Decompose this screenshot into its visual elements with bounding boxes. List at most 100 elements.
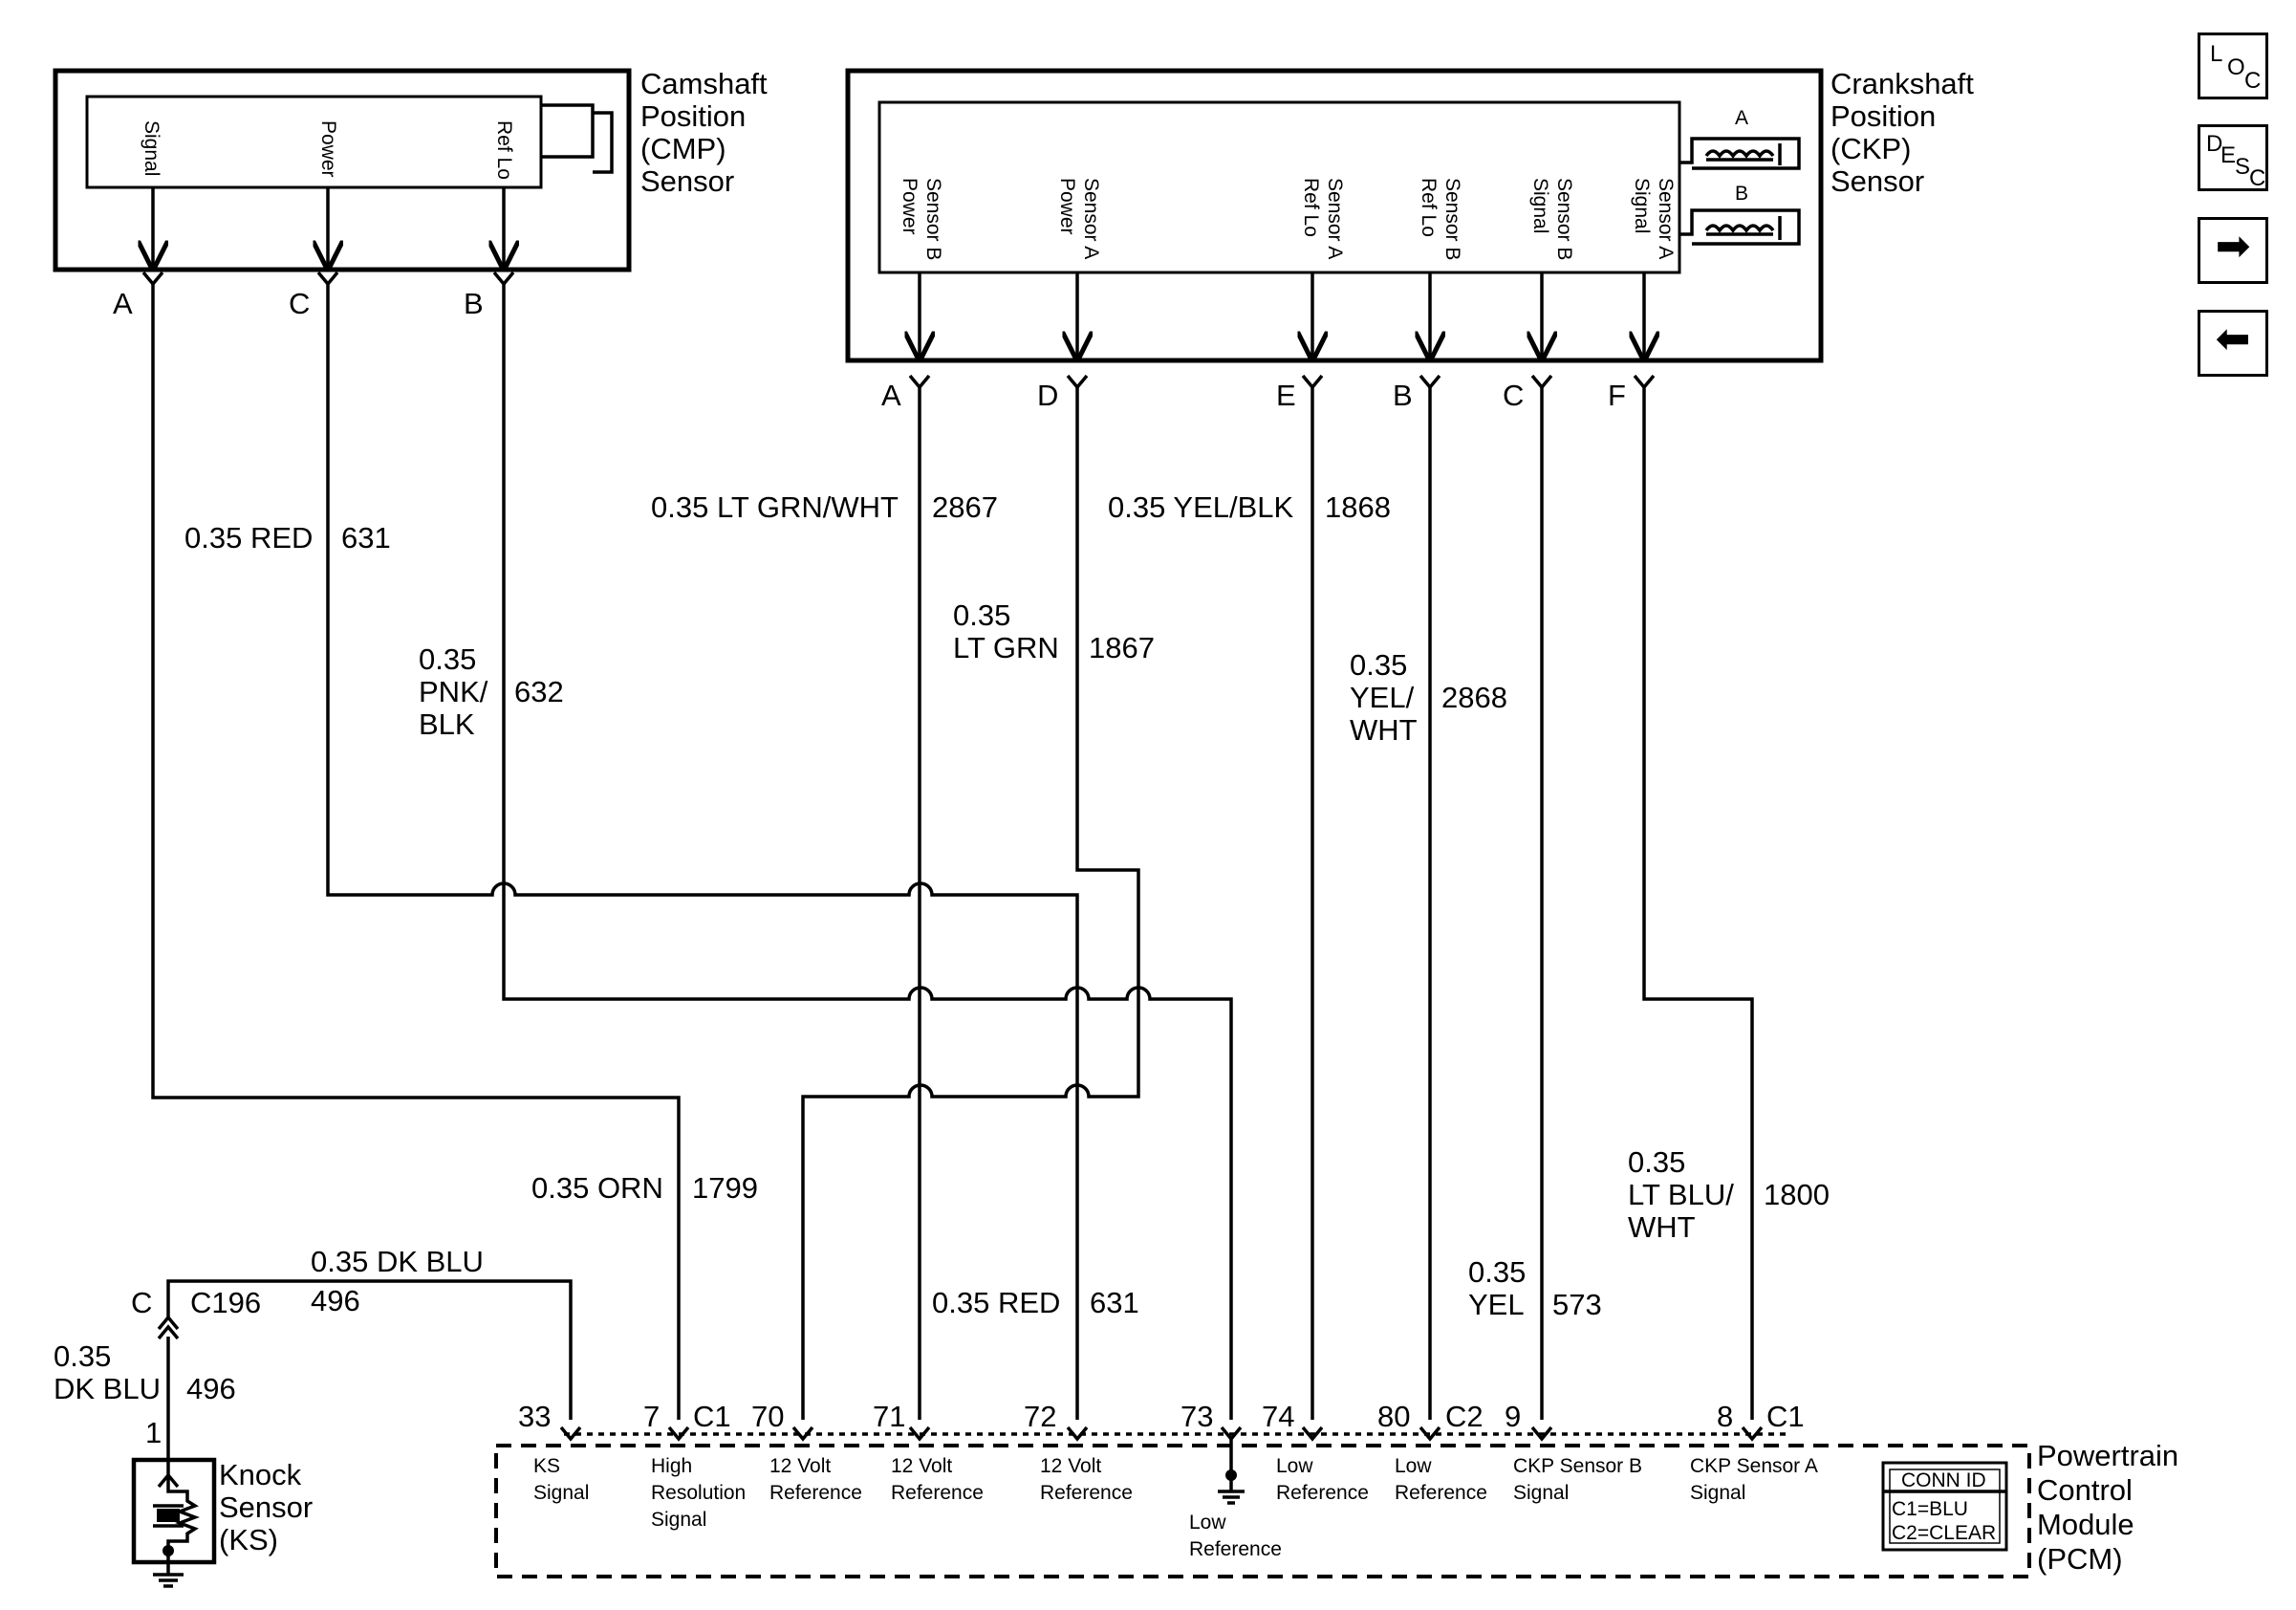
desc-button[interactable]: D E S C (2198, 124, 2268, 191)
pcm-module: 33 7 70 71 72 73 74 80 9 8 C1 C2 C1 KS S… (494, 1400, 2178, 1578)
wire-w1-color: 0.35 RED (184, 521, 313, 555)
wire-w6-circuit: 2868 (1441, 681, 1507, 714)
prev-button[interactable]: ⬅ (2198, 310, 2268, 377)
ckp-pin-a-reflo-l1: Sensor A (1324, 178, 1346, 259)
pcm-label-7-l1: High (651, 1455, 692, 1477)
pcm-label-33-l2: Signal (533, 1482, 589, 1504)
conn-id-row-1: C1=BLU (1892, 1498, 1968, 1520)
cmp-pin-ref-lo: Ref Lo (493, 120, 515, 180)
ks-title-line-2: Sensor (219, 1490, 313, 1524)
conn-id-box: CONN ID C1=BLU C2=CLEAR (1881, 1461, 2008, 1552)
ckp-pin-a-reflo-l2: Ref Lo (1300, 178, 1322, 237)
ckp-pin-b-signal-l2: Signal (1529, 178, 1551, 233)
pcm-label-71-l1: 12 Volt (891, 1455, 952, 1477)
wire-w2-line-2: PNK/ (419, 675, 488, 708)
wire-w8-line-3: WHT (1628, 1210, 1696, 1244)
desc-letter-2: E (2220, 142, 2237, 168)
wire-w10-circuit: 573 (1552, 1288, 1602, 1321)
pcm-pin-70: 70 (751, 1400, 784, 1433)
wire-w4-line-2: LT GRN (953, 631, 1059, 664)
ks-title-line-1: Knock (219, 1458, 302, 1491)
pcm-connector-c2: C2 (1445, 1400, 1484, 1433)
ckp-coil-a-label: A (1735, 107, 1748, 129)
cmp-pin-power: Power (317, 120, 339, 178)
desc-letter-1: D (2206, 131, 2223, 157)
ckp-pin-b-reflo-l1: Sensor B (1441, 178, 1463, 260)
wire-w2-circuit: 632 (514, 675, 564, 708)
pcm-label-80-l1: Low (1395, 1455, 1432, 1477)
wire-w11-circuit: 496 (311, 1284, 360, 1317)
ckp-terminals: A D E B C F (881, 374, 1656, 412)
wire-w7-color: 0.35 ORN (531, 1171, 663, 1205)
wire-w6-line-3: WHT (1350, 713, 1418, 747)
pcm-label-7-l2: Resolution (651, 1482, 746, 1504)
cmp-terminal-b: B (464, 287, 484, 320)
pcm-pin-9: 9 (1505, 1400, 1521, 1433)
wire-w7-circuit: 1799 (692, 1171, 758, 1205)
wires (151, 284, 1754, 1459)
knock-sensor: Knock Sensor (KS) (131, 1457, 313, 1588)
cmp-title-line-4: Sensor (640, 164, 734, 198)
pcm-label-71-l2: Reference (891, 1482, 984, 1504)
wire-w6-line-1: 0.35 (1350, 648, 1407, 682)
arrow-left-icon: ⬅ (2215, 315, 2251, 362)
conn-id-title: CONN ID (1901, 1469, 1986, 1491)
wire-ckp-a-power (801, 387, 1140, 1420)
ckp-pin-a-power-l2: Power (1056, 178, 1078, 235)
wire-ckp-a-signal (1642, 387, 1754, 1420)
wire-w8-line-2: LT BLU/ (1628, 1178, 1734, 1211)
pcm-pin-80: 80 (1377, 1400, 1410, 1433)
pcm-label-9-l2: Signal (1513, 1482, 1569, 1504)
ckp-terminal-a: A (881, 379, 901, 412)
ckp-title-line-1: Crankshaft (1830, 67, 1974, 100)
wire-w9-circuit: 631 (1090, 1286, 1139, 1319)
wire-w4-circuit: 1867 (1089, 631, 1155, 664)
cmp-terminals: A C B (113, 271, 515, 320)
cmp-title-line-1: Camshaft (640, 67, 768, 100)
pcm-ground-icon (1218, 1439, 1245, 1505)
wire-labels: 0.35 RED 631 0.35 PNK/ BLK 632 0.35 LT G… (54, 490, 1830, 1405)
cmp-title-line-2: Position (640, 99, 746, 133)
pcm-label-70-l1: 12 Volt (769, 1455, 831, 1477)
pcm-pin-33: 33 (518, 1400, 551, 1433)
wire-cmp-signal (151, 284, 681, 1420)
ckp-pin-b-power-l1: Sensor B (922, 178, 944, 260)
ckp-terminal-b: B (1393, 379, 1413, 412)
ground-icon (153, 1573, 184, 1588)
pcm-label-8-l2: Signal (1690, 1482, 1745, 1504)
wire-knock-sensor (166, 1279, 573, 1420)
pcm-title-line-3: Module (2037, 1508, 2134, 1541)
connector-c196: C C196 1 (131, 1286, 261, 1449)
pcm-connector-c1-right: C1 (1766, 1400, 1805, 1433)
arrow-right-icon: ➡ (2215, 223, 2251, 270)
cmp-title-line-3: (CMP) (640, 132, 726, 165)
ks-title-line-3: (KS) (219, 1523, 278, 1556)
pcm-pin-71: 71 (873, 1400, 905, 1433)
knock-sensor-node-icon (162, 1545, 174, 1556)
cmp-terminal-c: C (289, 287, 310, 320)
pcm-title-line-4: (PCM) (2037, 1542, 2123, 1576)
loc-letter-3: C (2244, 68, 2262, 94)
ckp-pin-b-power-l2: Power (899, 178, 921, 235)
ckp-terminal-e: E (1276, 379, 1296, 412)
pcm-label-73-l2: Reference (1189, 1538, 1282, 1560)
wire-w1-circuit: 631 (341, 521, 391, 555)
ckp-pin-b-signal-l1: Sensor B (1553, 178, 1575, 260)
wire-w12-line-2: DK BLU (54, 1372, 161, 1405)
pcm-label-72-l2: Reference (1040, 1482, 1133, 1504)
pcm-label-33-l1: KS (533, 1455, 560, 1477)
next-button[interactable]: ➡ (2198, 217, 2268, 284)
pcm-pin-74: 74 (1262, 1400, 1294, 1433)
loc-button[interactable]: L O C (2198, 33, 2268, 99)
ckp-pin-b-reflo-l2: Ref Lo (1418, 178, 1440, 237)
pcm-label-7-l3: Signal (651, 1509, 706, 1531)
wire-w8-circuit: 1800 (1764, 1178, 1830, 1211)
desc-letter-3: S (2235, 154, 2251, 180)
ckp-terminal-c: C (1503, 379, 1524, 412)
ckp-pin-a-power-l1: Sensor A (1080, 178, 1102, 259)
wire-w9-color: 0.35 RED (932, 1286, 1060, 1319)
pcm-label-80-l2: Reference (1395, 1482, 1487, 1504)
c196-name: C196 (190, 1286, 261, 1319)
wire-w11-color: 0.35 DK BLU (311, 1245, 484, 1278)
pcm-label-8-l1: CKP Sensor A (1690, 1455, 1818, 1477)
